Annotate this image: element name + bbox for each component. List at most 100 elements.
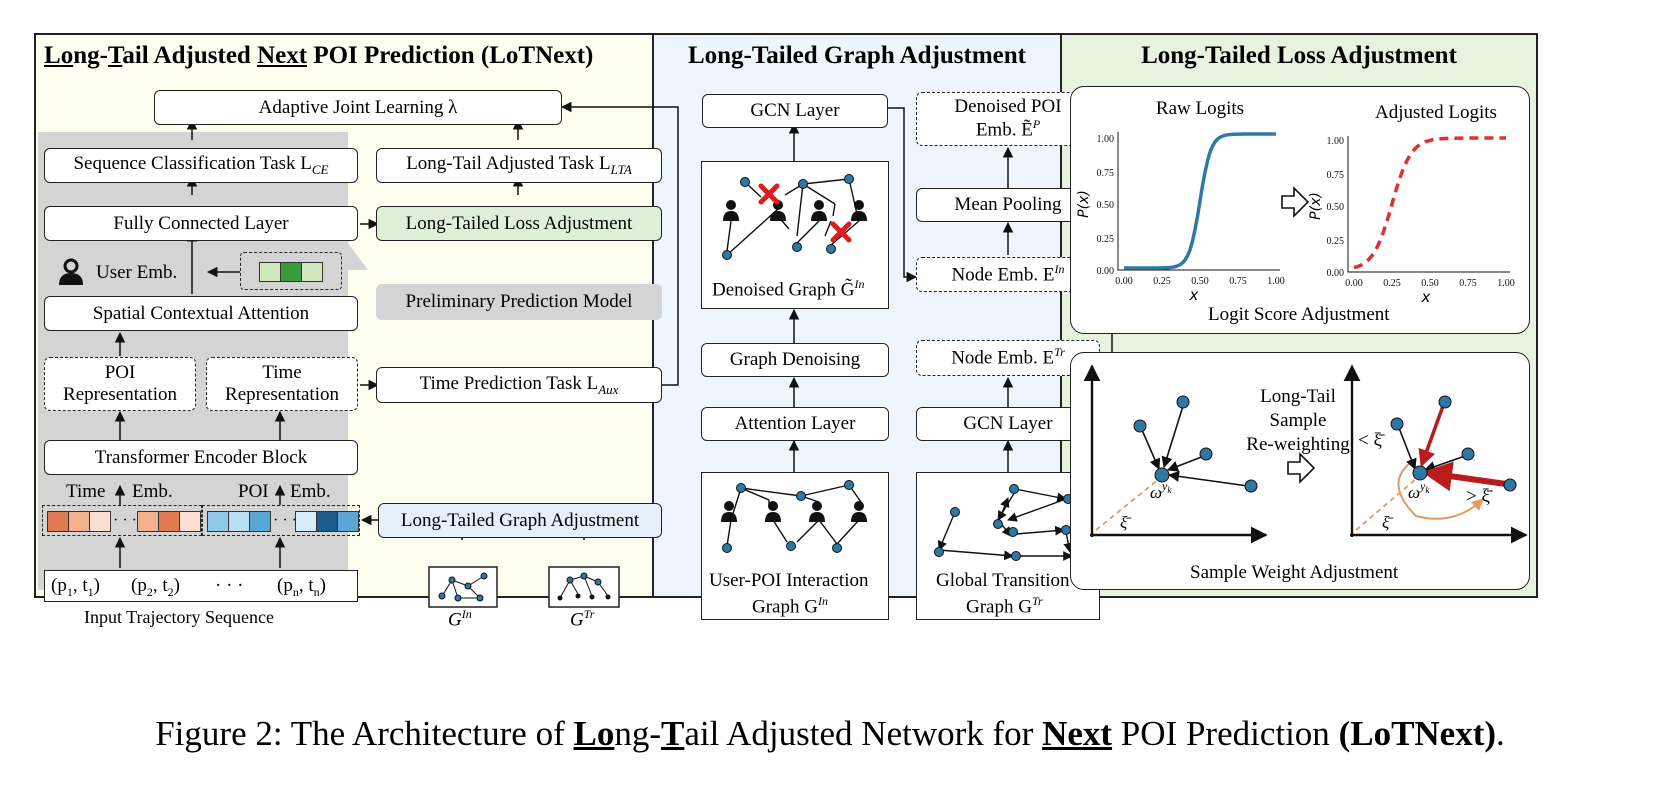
time-cell-3 [90,512,110,531]
node-emb-tr-box: Node Emb. ETr [916,340,1100,376]
reweight-label-c: Re-weighting [1246,434,1350,455]
omega-left: ωyk [1150,479,1172,502]
attention-label: Attention Layer [734,413,856,435]
sample-weight-drawing: ωyk ξ̄ ωyk ξ̄ < ξ̄ > ξ̄ Long-Tail Sample… [1083,364,1528,544]
raw-xtick-3: 0.75 [1229,276,1247,287]
xi-right: ξ̄ [1382,513,1394,532]
denoised-graph-drawing [722,174,867,260]
gtg-label-b: Graph GTr [966,594,1043,618]
raw-ytick-1: 0.25 [1097,234,1115,245]
title-ail: ail Adjusted [122,42,258,69]
gcn-layer-top-box: GCN Layer [702,94,888,128]
middle-panel-title: Long-Tailed Graph Adjustment [687,42,1027,69]
adj-xtick-0: 0.00 [1345,278,1363,289]
poi-cell-3 [250,512,270,531]
poi-cell-2 [229,512,250,531]
user-icon [59,258,83,285]
raw-xtick-2: 0.50 [1191,276,1209,287]
title-ng: ng- [73,42,108,69]
seq-token-1: (p1, t1) [51,575,100,599]
seq-ellipsis: · · · [215,575,244,596]
raw-ytick-4: 1.00 [1097,134,1115,145]
lt-loss-label: Long-Tailed Loss Adjustment [405,212,633,234]
node-emb-in-box: Node Emb. EIn [916,257,1100,292]
gtg-label-a: Global Transition [936,570,1070,591]
node-in-label: Node Emb. EIn [951,261,1065,286]
caption-ail: ail Adjusted Network for [684,714,1043,753]
transformer-label: Transformer Encoder Block [94,446,308,468]
time-task-text: Time Prediction Task L [419,372,599,394]
time-emb-label-b: Emb. [132,481,173,502]
caption-poi: POI Prediction [1112,714,1339,753]
adj-ylabel: P(x) [1308,192,1324,220]
upi-label-b: Graph GIn [752,594,828,618]
input-sequence-box: (p1, t1) (p2, t2) · · · (pn, tn) [44,570,358,602]
arc-lower-weight [1397,459,1484,520]
adj-ytick-0: 0.00 [1327,268,1345,279]
raw-xtick-4: 1.00 [1267,276,1285,287]
node-tr-label: Node Emb. ETr [951,345,1065,369]
seq-task-label: Sequence Classification Task LCE [73,153,328,178]
user-emb-label: User Emb. [96,262,178,283]
poi-emb-label-a: POI [238,481,269,502]
graph-denoising-box: Graph Denoising [701,343,889,377]
raw-xtick-0: 0.00 [1115,276,1133,287]
omega-right: ωyk [1408,479,1430,502]
mean-pool-label: Mean Pooling [954,194,1062,216]
time-rep-label: Time Representation [225,362,339,405]
adj-xtick-1: 0.25 [1383,278,1401,289]
adj-ytick-2: 0.50 [1327,202,1345,213]
less-xi-label: < ξ̄ [1358,430,1385,451]
denoised-graph-label: Denoised Graph G̃In [712,277,865,301]
adaptive-label: Adaptive Joint Learning λ [258,96,458,118]
adj-ytick-4: 1.00 [1327,136,1345,147]
reweight-label-b: Sample [1270,410,1327,431]
reweight-arrow-icon [1287,452,1316,484]
denoised-graph-box [701,161,889,309]
denoised-poi-label-a: Denoised POI [954,96,1062,118]
time-emb-label-a: Time [66,481,106,502]
spatial-label: Spatial Contextual Attention [92,302,310,324]
right-panel-title: Long-Tailed Loss Adjustment [1141,42,1457,69]
caption-t: T [661,714,685,753]
gcn-bottom-label: GCN Layer [963,413,1053,435]
fully-connected-layer-box: Fully Connected Layer [44,206,358,241]
graph-denoise-label: Graph Denoising [729,349,861,371]
caption-end: . [1496,714,1505,753]
user-emb-vector [240,252,342,290]
user-emb-cell-1 [260,263,281,281]
time-cell-1 [48,512,69,531]
user-emb-cell-3 [302,263,322,281]
mean-pooling-box: Mean Pooling [916,188,1100,222]
g-in-mini-graph [428,566,498,608]
raw-ytick-2: 0.50 [1097,200,1115,211]
caption-lead: Figure 2: The Architecture of [155,714,574,753]
attention-layer-box: Attention Layer [701,407,889,441]
greater-xi-label: > ξ̄ [1466,486,1493,507]
poi-representation-box: POI Representation [44,357,196,411]
transform-arrow-icon [1281,186,1310,218]
adj-logits-title: Adjusted Logits [1375,102,1497,123]
poi-cell-4 [296,512,317,531]
time-task-sub: Aux [598,381,619,397]
upi-label-a: User-POI Interaction [709,570,869,591]
title-L: L [44,42,61,69]
weight-caption: Sample Weight Adjustment [1190,562,1399,583]
lt-task-label: Long-Tail Adjusted Task LLTA [406,153,632,178]
long-tailed-loss-adjustment-box: Long-Tailed Loss Adjustment [376,206,662,241]
caption-lotnext: (LoTNext) [1338,714,1497,753]
adj-xtick-4: 1.00 [1497,278,1515,289]
time-cell-4 [138,512,159,531]
poi-rep-label: POI Representation [63,362,177,405]
time-task-label: Time Prediction Task LAux [420,373,619,398]
prelim-text: Preliminary Prediction Model [405,291,633,313]
raw-logits-title: Raw Logits [1156,98,1244,119]
time-cell-6 [180,512,200,531]
poi-emb-label-b: Emb. [290,481,331,502]
adj-xtick-3: 0.75 [1459,278,1477,289]
adj-ytick-3: 0.75 [1327,170,1345,181]
adjusted-logit-curve [1353,136,1506,270]
gcn-top-label: GCN Layer [750,100,840,122]
seq-token-n: (pn, tn) [277,575,326,599]
adj-xlabel: x [1421,288,1431,306]
